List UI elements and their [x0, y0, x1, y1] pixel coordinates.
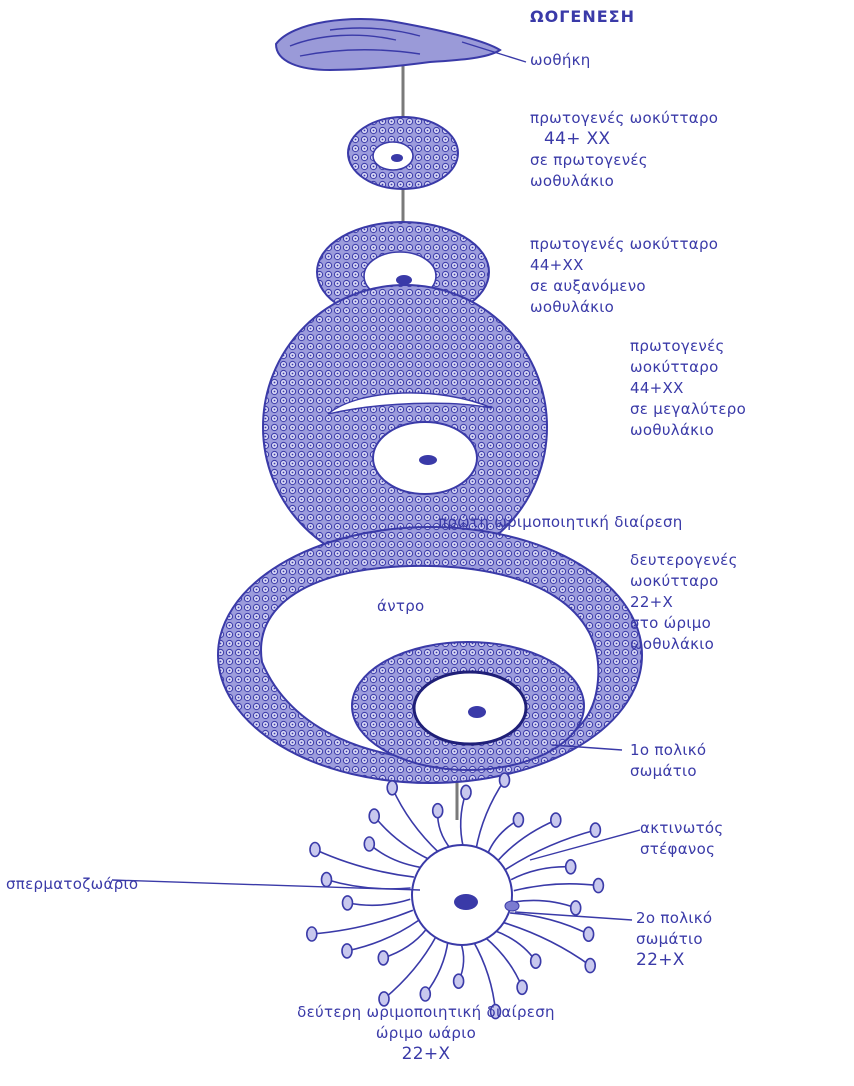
label-primordial: πρωτογενές ωοκύτταρο 44+ XX σε πρωτογενέ… — [530, 108, 718, 192]
label-mature-follicle: δευτερογενές ωοκύτταρο 22+X στο ώριμο ωο… — [630, 550, 738, 655]
label-antrum: άντρο — [377, 596, 425, 617]
primordial-follicle — [348, 117, 458, 189]
label-first-division: πρώτη ωριμοποιητική διαίρεση — [438, 512, 683, 533]
label-second-division: δεύτερη ωριμοποιητική διαίρεση ώριμο ωάρ… — [246, 1002, 606, 1065]
label-sperm: σπερματοζωάριο — [6, 874, 138, 895]
diagram-title: ΩΟΓΕΝΕΣΗ — [530, 6, 635, 27]
label-corona: ακτινωτός στέφανος — [640, 818, 724, 860]
mature-ovum — [307, 773, 604, 1019]
label-larger: πρωτογενές ωοκύτταρο 44+XX σε μεγαλύτερο… — [630, 336, 746, 441]
mature-follicle — [218, 527, 642, 783]
ovary-shape — [276, 19, 500, 70]
label-growing: πρωτογενές ωοκύτταρο 44+XX σε αυξανόμενο… — [530, 234, 718, 318]
label-polar-body-2: 2ο πολικό σωμάτιο 22+X — [636, 908, 712, 971]
label-ovary: ωοθήκη — [530, 50, 591, 71]
label-polar-body-1: 1ο πολικό σωμάτιο — [630, 740, 706, 782]
